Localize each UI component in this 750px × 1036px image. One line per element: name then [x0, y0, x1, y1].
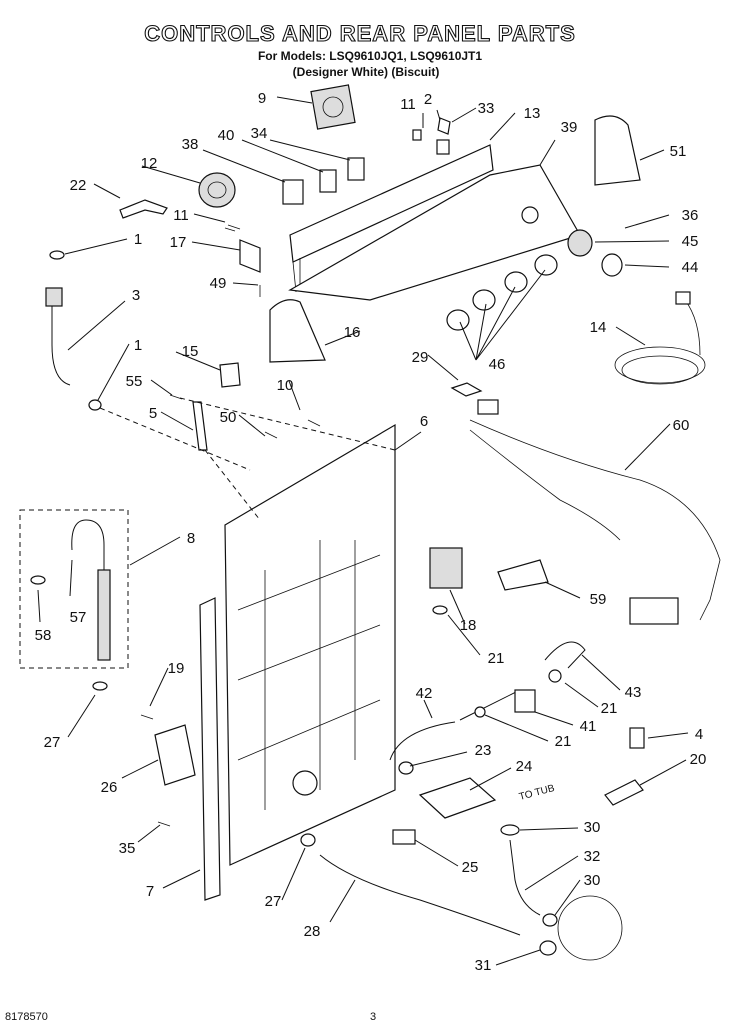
callout-label: 7: [146, 883, 154, 900]
callout-label: 60: [673, 417, 690, 434]
callout-label: 6: [420, 413, 428, 430]
callout-label: 11: [400, 96, 416, 113]
callout-label: 11: [173, 207, 189, 224]
callout-label: 13: [524, 105, 541, 122]
callout-label: 30: [584, 872, 601, 889]
callout-label: 12: [141, 155, 158, 172]
callout-label: 5: [149, 405, 157, 422]
parts-artwork: [19, 84, 721, 961]
callout-label: 27: [265, 893, 282, 910]
callout-label: 9: [258, 90, 266, 107]
callout-label: 35: [119, 840, 136, 857]
callout-label: 10: [277, 377, 294, 394]
callout-label: 19: [168, 660, 185, 677]
to-tub-note: TO TUB: [518, 783, 556, 803]
callout-labels: 9 11 2 33 13 39 51 34 40 38 12 22 11 36 …: [35, 90, 707, 974]
callout-label: 41: [580, 718, 597, 735]
callout-label: 51: [670, 143, 687, 160]
callout-label: 38: [182, 136, 199, 153]
colors-line: (Designer White) (Biscuit): [293, 65, 440, 79]
callout-label: 21: [601, 700, 618, 717]
callout-label: 58: [35, 627, 52, 644]
callout-label: 24: [516, 758, 533, 775]
callout-label: 22: [70, 177, 87, 194]
callout-label: 50: [220, 409, 237, 426]
callout-label: 33: [478, 100, 495, 117]
callout-label: 16: [344, 324, 361, 341]
callout-label: 49: [210, 275, 227, 292]
callout-label: 18: [460, 617, 477, 634]
callout-label: 55: [126, 373, 143, 390]
callout-label: 36: [682, 207, 699, 224]
callout-label: 27: [44, 734, 61, 751]
callout-label: 30: [584, 819, 601, 836]
leader-lines: [37, 96, 689, 966]
callout-label: 1: [134, 337, 142, 354]
callout-label: 29: [412, 349, 429, 366]
callout-label: 28: [304, 923, 321, 940]
callout-label: 34: [251, 125, 268, 142]
callout-label: 17: [170, 234, 187, 251]
callout-label: 46: [489, 356, 506, 373]
callout-label: 43: [625, 684, 642, 701]
callout-label: 4: [695, 726, 703, 743]
callout-label: 21: [488, 650, 505, 667]
callout-label: 15: [182, 343, 199, 360]
callout-label: 40: [218, 127, 235, 144]
callout-label: 57: [70, 609, 87, 626]
callout-label: 42: [416, 685, 433, 702]
callout-label: 25: [462, 859, 479, 876]
callout-label: 14: [590, 319, 607, 336]
callout-label: 31: [475, 957, 492, 974]
footer-page-number: 3: [370, 1011, 376, 1023]
callout-label: 1: [134, 231, 142, 248]
callout-label: 23: [475, 742, 492, 759]
callout-label: 3: [132, 287, 140, 304]
callout-label: 44: [682, 259, 699, 276]
footer-doc-number: 8178570: [5, 1011, 48, 1023]
models-line: For Models: LSQ9610JQ1, LSQ9610JT1: [258, 49, 482, 63]
callout-label: 20: [690, 751, 707, 768]
page-title: CONTROLS AND REAR PANEL PARTS: [144, 21, 576, 46]
callout-label: 45: [682, 233, 699, 250]
callout-label: 2: [424, 91, 432, 108]
callout-label: 8: [187, 530, 195, 547]
callout-label: 26: [101, 779, 118, 796]
callout-label: 59: [590, 591, 607, 608]
callout-label: 21: [555, 733, 572, 750]
callout-label: 32: [584, 848, 601, 865]
callout-label: 39: [561, 119, 578, 136]
